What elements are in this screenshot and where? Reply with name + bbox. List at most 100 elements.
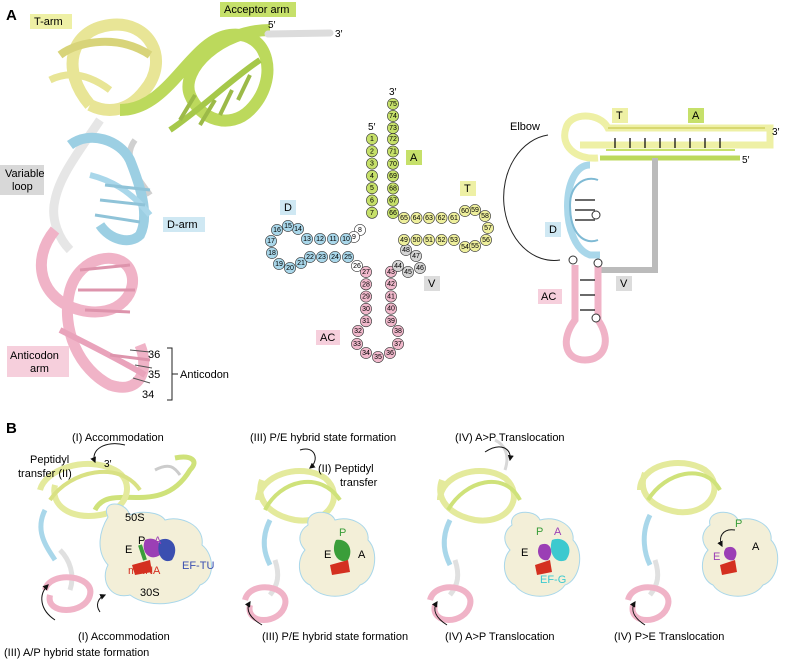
anticodon-pos-36: 36 <box>148 349 160 361</box>
b1-three-prime: 3′ <box>104 459 112 470</box>
nucleotide-22-label: 22 <box>306 254 314 261</box>
nucleotide-49-circle <box>398 234 410 246</box>
nucleotide-13-circle <box>301 233 313 245</box>
nucleotide-24-circle <box>329 251 341 263</box>
nucleotide-11-circle <box>327 233 339 245</box>
ap-hybrid-arrow <box>41 584 56 621</box>
nucleotide-26-label: 26 <box>353 263 361 270</box>
schem-t-box <box>612 108 628 123</box>
schem-three-prime: 3′ <box>772 127 780 138</box>
nucleotide-22-circle <box>304 251 316 263</box>
b2-peptidyl-1: (II) Peptidyl <box>318 463 374 475</box>
b2-site-p: P <box>339 527 346 539</box>
nucleotide-25-circle <box>342 251 354 263</box>
b1-ap-hybrid: (III) A/P hybrid state formation <box>4 647 149 659</box>
nucleotide-35-label: 35 <box>374 354 382 361</box>
nucleotide-53-label: 53 <box>450 237 458 244</box>
acceptor-arm-label: Acceptor arm <box>224 4 289 16</box>
nucleotide-71-circle <box>387 145 399 158</box>
clover-three-prime: 3′ <box>389 87 397 98</box>
nucleotide-3-label: 3 <box>370 161 374 168</box>
nucleotide-5-label: 5 <box>370 185 374 192</box>
nucleotide-69-circle <box>387 170 399 182</box>
clover-a-box <box>406 150 422 165</box>
nucleotide-39-circle <box>385 315 397 327</box>
nucleotide-23-label: 23 <box>318 254 326 261</box>
schem-d-box <box>545 222 561 237</box>
ef-g-shape <box>550 538 570 562</box>
variable-loop-label-box <box>0 165 44 195</box>
nucleotide-51-label: 51 <box>425 237 433 244</box>
anticodon-pos-34: 34 <box>142 389 154 401</box>
nucleotide-33-label: 33 <box>353 341 361 348</box>
nucleotide-33-circle <box>351 338 363 350</box>
schem-five-prime: 5′ <box>742 155 750 166</box>
nucleotide-56-label: 56 <box>482 237 490 244</box>
anticodon-arm-label-box <box>7 346 69 377</box>
nucleotide-60-circle <box>459 205 471 217</box>
schem-label-v: V <box>620 278 628 290</box>
nucleotide-44-circle <box>392 260 404 272</box>
b3-bottom: (IV) A>P Translocation <box>445 631 555 643</box>
b3-site-p: P <box>536 526 543 538</box>
nucleotide-55-label: 55 <box>471 243 479 250</box>
variable-loop-label-2: loop <box>12 181 33 193</box>
clover-label-v: V <box>428 278 436 290</box>
t-arm-label: T-arm <box>34 16 63 28</box>
nucleotide-52-circle <box>435 234 448 246</box>
nucleotide-59-label: 59 <box>471 207 479 214</box>
variable-loop-label-1: Variable <box>5 168 45 180</box>
nucleotide-45-label: 45 <box>404 269 412 276</box>
clover-t-box <box>460 181 476 196</box>
b1-accommodation-bottom: (I) Accommodation <box>78 631 170 643</box>
trna-a-3 <box>537 543 552 561</box>
nucleotide-65-circle <box>398 212 410 224</box>
nucleotide-47-circle <box>410 250 422 262</box>
pe-arrow-bottom <box>244 600 263 626</box>
nucleotide-49-label: 49 <box>400 237 408 244</box>
b1-site-p: P <box>138 535 145 547</box>
nucleotide-16-circle <box>271 224 283 236</box>
nucleotide-68-label: 68 <box>389 185 397 192</box>
nucleotide-19-label: 19 <box>275 261 283 268</box>
nucleotide-12-label: 12 <box>316 236 324 243</box>
nucleotide-24-label: 24 <box>331 254 339 261</box>
anticodon-arm-label-1: Anticodon <box>10 350 59 362</box>
b2-peptidyl-2: transfer <box>340 477 378 489</box>
nucleotide-11-label: 11 <box>329 236 336 243</box>
nucleotide-32-circle <box>352 325 364 337</box>
nucleotide-17-label: 17 <box>267 238 275 245</box>
nucleotide-46-circle <box>414 262 426 274</box>
nucleotide-75-circle <box>387 98 399 110</box>
nucleotide-64-circle <box>410 212 423 224</box>
nucleotide-15-circle <box>282 220 294 232</box>
b2-bottom: (III) P/E hybrid state formation <box>262 631 408 643</box>
nucleotide-50-label: 50 <box>413 237 421 244</box>
b2-site-a: A <box>358 549 366 561</box>
nucleotide-4-circle <box>366 169 378 182</box>
nucleotide-47-label: 47 <box>412 253 420 260</box>
elbow-label: Elbow <box>510 121 540 133</box>
nucleotide-27-label: 27 <box>362 269 370 276</box>
nucleotide-60-label: 60 <box>461 208 469 215</box>
nucleotide-5-circle <box>366 182 378 195</box>
nucleotide-6-circle <box>366 194 378 207</box>
3d-five-prime: 5′ <box>268 20 276 31</box>
nucleotide-18-label: 18 <box>268 250 276 257</box>
ef-tu-shape <box>158 538 176 562</box>
nucleotide-56-circle <box>480 234 492 246</box>
nucleotide-52-label: 52 <box>438 237 446 244</box>
d-arm-label-box <box>163 217 205 232</box>
nucleotide-39-label: 39 <box>387 318 395 325</box>
anticodon-pos-35: 35 <box>148 369 160 381</box>
nucleotide-73-circle <box>387 122 399 134</box>
nucleotide-74-label: 74 <box>389 113 397 120</box>
nucleotide-38-circle <box>392 325 404 337</box>
nucleotide-34-label: 34 <box>362 350 370 357</box>
b1-ef-tu: EF-TU <box>182 560 214 572</box>
nucleotide-17-circle <box>265 235 277 247</box>
nucleotide-10-label: 10 <box>342 236 350 243</box>
b2-site-e: E <box>324 549 331 561</box>
nucleotide-26-circle <box>351 260 363 272</box>
